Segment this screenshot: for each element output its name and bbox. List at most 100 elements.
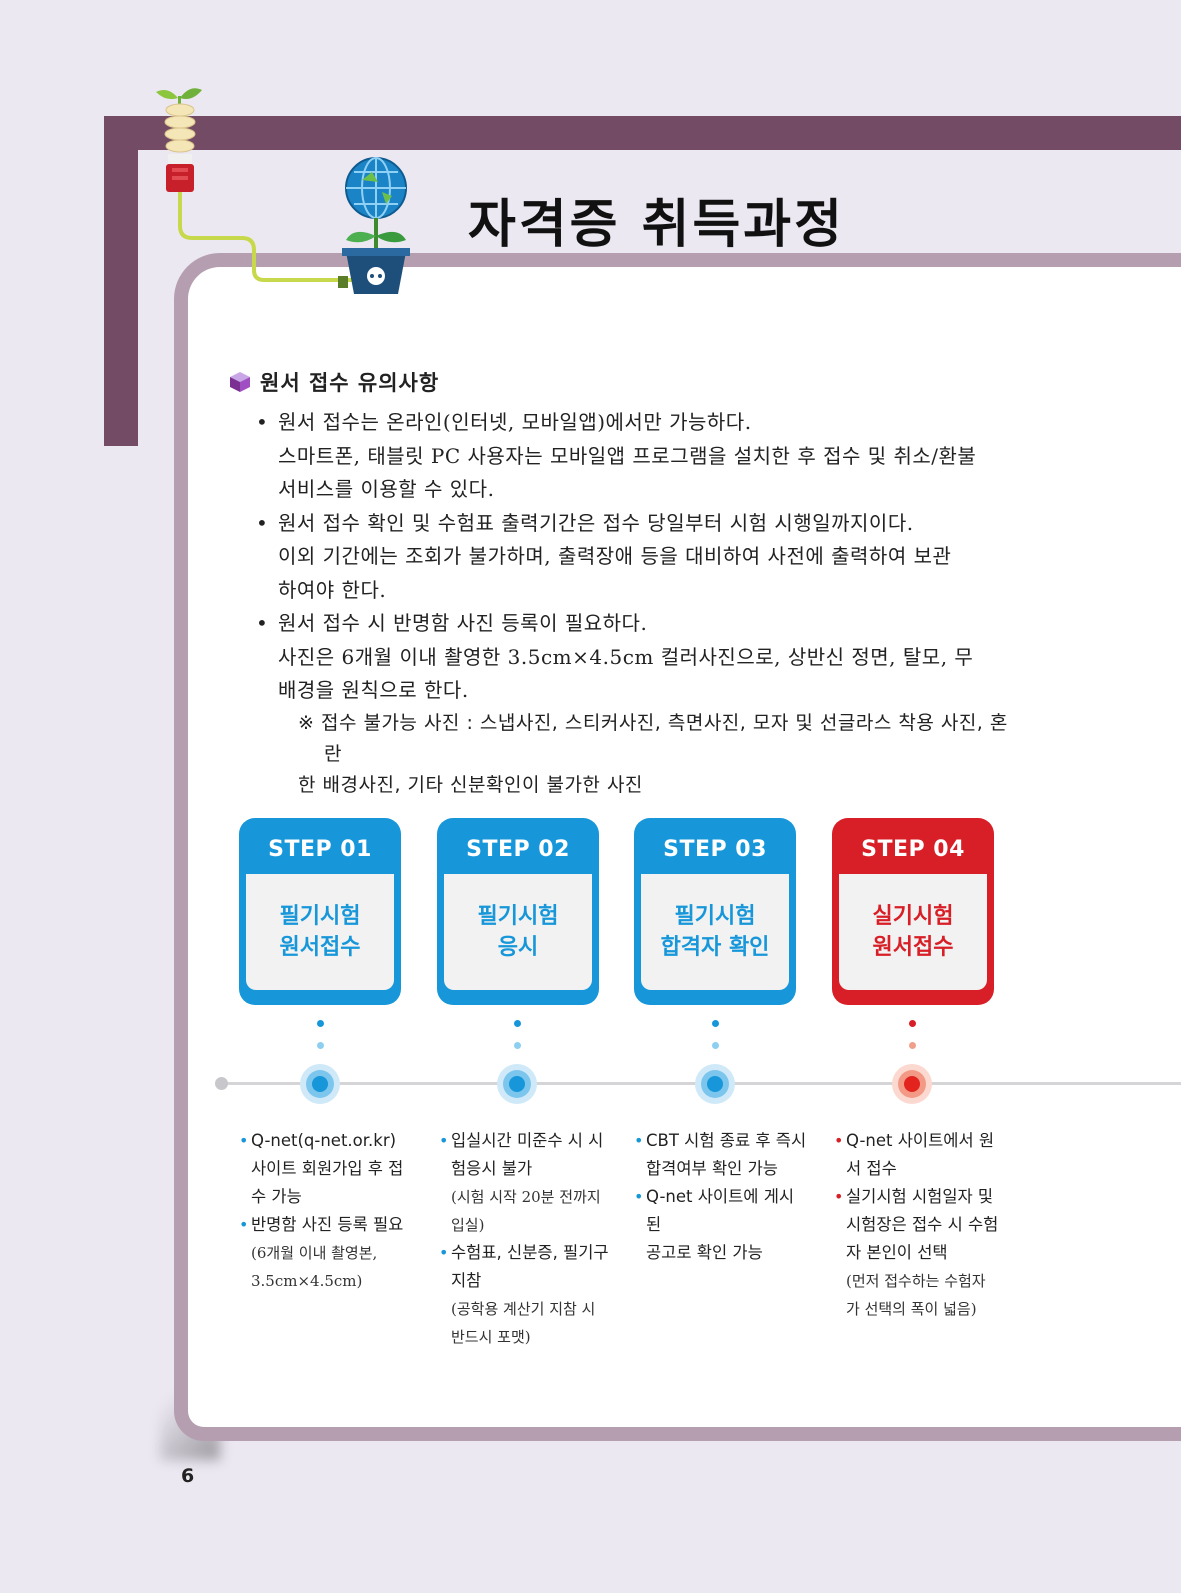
step-card-03: STEP 03 필기시험 합격자 확인 (634, 818, 796, 1005)
connector-dot (514, 1020, 521, 1027)
step-title: 실기시험 원서접수 (839, 874, 987, 990)
desc-line: 험응시 불가 (451, 1159, 533, 1178)
desc-item: • Q-net(q-net.or.kr) 사이트 회원가입 후 접 수 가능 (239, 1127, 409, 1211)
step-title: 필기시험 원서접수 (246, 874, 394, 990)
bullet: • (239, 1215, 249, 1234)
step-card-01: STEP 01 필기시험 원서접수 (239, 818, 401, 1005)
desc-line: 입실시간 미준수 시 시 (451, 1131, 604, 1150)
notes-list: • 원서 접수는 온라인(인터넷, 모바일앱)에서만 가능하다. 스마트폰, 태… (252, 406, 1022, 801)
desc-sub-line: 반드시 포맷) (451, 1328, 531, 1346)
desc-sub-line: (먼저 접수하는 수험자 (846, 1272, 986, 1290)
desc-line: 실기시험 시험일자 및 (846, 1187, 994, 1206)
step-title: 필기시험 응시 (444, 874, 592, 990)
step-label: STEP 02 (466, 837, 570, 862)
bullet: • (439, 1131, 449, 1150)
note-item: • 원서 접수 확인 및 수험표 출력기간은 접수 당일부터 시험 시행일까지이… (252, 507, 1022, 608)
note-line: 원서 접수 확인 및 수험표 출력기간은 접수 당일부터 시험 시행일까지이다. (278, 510, 914, 535)
bullet: • (634, 1187, 644, 1206)
step-desc-03: • CBT 시험 종료 후 즉시 합격여부 확인 가능 • Q-net 사이트에… (634, 1127, 809, 1267)
timeline-node (300, 1064, 340, 1104)
desc-item: • 반명함 사진 등록 필요 (239, 1211, 409, 1239)
desc-line: 수험표, 신분증, 필기구 (451, 1243, 609, 1262)
connector-dot (712, 1042, 719, 1049)
page-number: 6 (181, 1465, 195, 1487)
note-item: • 원서 접수는 온라인(인터넷, 모바일앱)에서만 가능하다. 스마트폰, 태… (252, 406, 1022, 507)
connector-dot (317, 1020, 324, 1027)
desc-line: 수 가능 (251, 1187, 302, 1206)
warning-line: ※ 접수 불가능 사진 : 스냅사진, 스티커사진, 측면사진, 모자 및 선글… (298, 711, 1008, 765)
step-title: 필기시험 합격자 확인 (641, 874, 789, 990)
warning-note: ※ 접수 불가능 사진 : 스냅사진, 스티커사진, 측면사진, 모자 및 선글… (288, 708, 1022, 801)
step-title-line: 원서접수 (872, 935, 954, 960)
step-title-line: 필기시험 (477, 904, 559, 929)
desc-item: • 입실시간 미준수 시 시 험응시 불가 (439, 1127, 609, 1183)
timeline-node (497, 1064, 537, 1104)
note-line: 이외 기간에는 조회가 불가하며, 출력장애 등을 대비하여 사전에 출력하여 … (278, 544, 952, 568)
step-title-line: 응시 (497, 935, 539, 960)
desc-item: • Q-net 사이트에 게시된 공고로 확인 가능 (634, 1183, 809, 1267)
desc-line: 반명함 사진 등록 필요 (251, 1215, 404, 1234)
desc-line: 자 본인이 선택 (846, 1243, 948, 1262)
desc-sub-line: (시험 시작 20분 전까지 (451, 1188, 601, 1206)
step-desc-02: • 입실시간 미준수 시 시 험응시 불가 (시험 시작 20분 전까지 입실)… (439, 1127, 609, 1351)
note-line: 배경을 원칙으로 한다. (278, 678, 469, 702)
bullet: • (834, 1131, 844, 1150)
step-label: STEP 04 (861, 837, 965, 862)
timeline-node (695, 1064, 735, 1104)
section-heading-text: 원서 접수 유의사항 (260, 371, 440, 395)
note-line: 스마트폰, 태블릿 PC 사용자는 모바일앱 프로그램을 설치한 후 접수 및 … (278, 443, 977, 468)
step-title-line: 필기시험 (279, 904, 361, 929)
note-line: 하여야 한다. (278, 577, 387, 602)
desc-item: • CBT 시험 종료 후 즉시 합격여부 확인 가능 (634, 1127, 809, 1183)
bullet: • (634, 1131, 644, 1150)
bullet: • (256, 611, 269, 635)
connector-dot (712, 1020, 719, 1027)
eco-plant-globe-icon (156, 88, 410, 294)
connector-dot (317, 1042, 324, 1049)
desc-line: 사이트 회원가입 후 접 (251, 1159, 404, 1178)
step-title-line: 실기시험 (872, 904, 954, 929)
desc-item: • 수험표, 신분증, 필기구 지참 (439, 1239, 609, 1295)
bullet: • (439, 1243, 449, 1262)
timeline-node (892, 1064, 932, 1104)
desc-item: • Q-net 사이트에서 원 서 접수 (834, 1127, 1004, 1183)
desc-line: 합격여부 확인 가능 (646, 1159, 778, 1178)
header-frame-bar (104, 116, 1181, 150)
connector-dot (909, 1042, 916, 1049)
step-desc-01: • Q-net(q-net.or.kr) 사이트 회원가입 후 접 수 가능 •… (239, 1127, 409, 1295)
desc-line: 서 접수 (846, 1159, 897, 1178)
desc-item: • 실기시험 시험일자 및 시험장은 접수 시 수험 자 본인이 선택 (834, 1183, 1004, 1267)
desc-sub-line: (6개월 이내 촬영본, (251, 1244, 378, 1262)
header-frame-side (104, 116, 138, 446)
step-title-line: 필기시험 (674, 904, 756, 929)
step-card-02: STEP 02 필기시험 응시 (437, 818, 599, 1005)
note-line: 원서 접수 시 반명함 사진 등록이 필요하다. (278, 611, 648, 635)
desc-sub-line: 3.5cm×4.5cm) (251, 1272, 363, 1290)
bullet: • (256, 510, 269, 535)
step-label: STEP 01 (268, 837, 372, 862)
bullet: • (834, 1187, 844, 1206)
step-label: STEP 03 (663, 837, 767, 862)
desc-line: 공고로 확인 가능 (646, 1243, 763, 1262)
step-desc-04: • Q-net 사이트에서 원 서 접수 • 실기시험 시험일자 및 시험장은 … (834, 1127, 1004, 1323)
connector-dot (909, 1020, 916, 1027)
section-heading: 원서 접수 유의사항 (228, 367, 439, 397)
step-title-line: 원서접수 (279, 935, 361, 960)
note-line: 사진은 6개월 이내 촬영한 3.5cm×4.5cm 컬러사진으로, 상반신 정… (278, 644, 974, 669)
content-card (174, 253, 1181, 1441)
bullet: • (256, 410, 269, 434)
warning-line: 한 배경사진, 기타 신분확인이 불가한 사진 (298, 773, 643, 796)
desc-sub-line: 가 선택의 폭이 넓음) (846, 1300, 977, 1318)
desc-line: Q-net(q-net.or.kr) (251, 1131, 397, 1150)
desc-sub-line: 입실) (451, 1216, 485, 1234)
step-card-04: STEP 04 실기시험 원서접수 (832, 818, 994, 1005)
page-title: 자격증 취득과정 (468, 195, 845, 255)
connector-dot (514, 1042, 521, 1049)
desc-line: 시험장은 접수 시 수험 (846, 1215, 999, 1234)
desc-line: Q-net 사이트에서 원 (846, 1131, 995, 1150)
note-line: 원서 접수는 온라인(인터넷, 모바일앱)에서만 가능하다. (278, 410, 752, 434)
bullet: • (239, 1131, 249, 1150)
note-line: 서비스를 이용할 수 있다. (278, 477, 495, 501)
purple-cube-icon (230, 372, 250, 392)
timeline-start-dot (215, 1077, 228, 1090)
